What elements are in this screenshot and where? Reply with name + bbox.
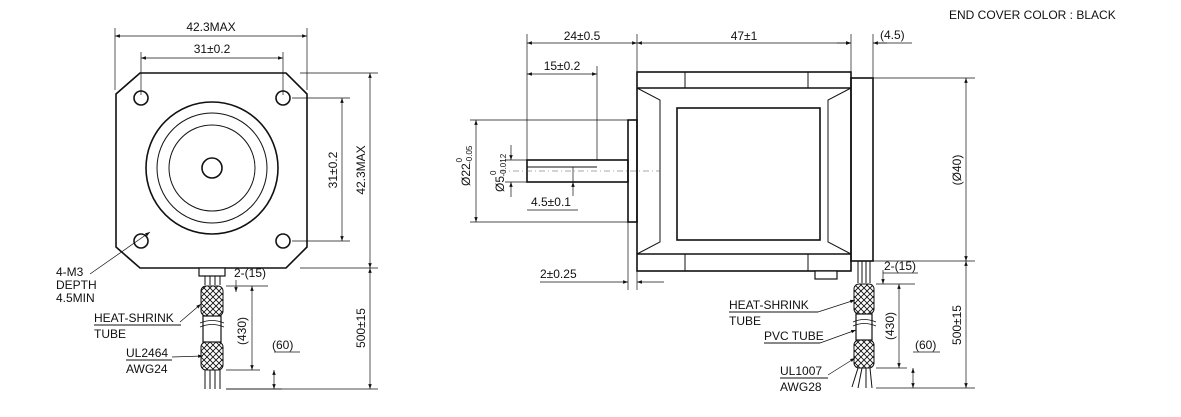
- front-hole-pitch-h: 31±0.2: [194, 42, 231, 56]
- end-cover-note: END COVER COLOR : BLACK: [949, 8, 1116, 22]
- mount-hole-depth-label: DEPTH: [56, 278, 97, 292]
- front-cable-label: UL2464 AWG24: [126, 346, 171, 376]
- front-strip-length: (60): [272, 338, 293, 352]
- front-view: 42.3MAX 31±0.2 31±0.2 42.3MAX 4-M3 DEPTH: [56, 20, 378, 390]
- front-tube-length: (430): [235, 317, 249, 345]
- side-body: [636, 71, 852, 272]
- side-heat-shrink: [853, 283, 875, 315]
- front-width-label: 42.3MAX: [186, 20, 235, 34]
- front-heat-shrink: [200, 285, 224, 317]
- boss-diameter: Ø220-0.05: [455, 145, 474, 186]
- front-hole-pitch-v: 31±0.2: [326, 151, 340, 188]
- end-cover: [850, 77, 874, 262]
- side-lead-length: 500±15: [950, 305, 964, 345]
- shaft-diameter: Ø50-0.012: [489, 153, 508, 192]
- boss-height: 2±0.25: [540, 267, 577, 281]
- mount-hole-bl: [133, 233, 149, 249]
- front-height-label: 42.3MAX: [354, 145, 368, 194]
- side-tube-length: (430): [883, 312, 897, 340]
- shaft-length: 24±0.5: [564, 29, 601, 43]
- side-strip-length: (60): [915, 338, 936, 352]
- side-heat-shrink-label: HEAT-SHRINK TUBE: [729, 298, 812, 328]
- body-length: 47±1: [731, 29, 758, 43]
- mount-hole-tl: [133, 90, 149, 106]
- cover-length: (4.5): [880, 28, 905, 42]
- body-diameter: (Ø40): [950, 155, 964, 186]
- front-flange: [115, 72, 308, 269]
- mount-hole-spec: 4-M3 DEPTH 4.5MIN: [56, 265, 100, 305]
- front-heat-shrink-label: HEAT-SHRINK TUBE: [94, 311, 177, 341]
- side-wire-end: 2-(15): [884, 259, 916, 273]
- pvc-tube-label: PVC TUBE: [764, 329, 824, 343]
- front-shaft: [201, 157, 223, 179]
- mount-hole-tr: [275, 90, 291, 106]
- mount-hole-depth: 4.5MIN: [56, 291, 95, 305]
- flat-length: 15±0.2: [544, 59, 581, 73]
- mount-hole-size: 4-M3: [56, 265, 84, 279]
- front-lead-length: 500±15: [354, 308, 368, 348]
- front-wire-end: 2-(15): [234, 266, 266, 280]
- flat-depth: 4.5±0.1: [531, 195, 571, 209]
- mount-hole-br: [275, 233, 291, 249]
- side-view: 24±0.5 47±1 (4.5) 15±0.2: [455, 28, 975, 394]
- side-cable-label: UL1007 AWG28: [780, 364, 825, 394]
